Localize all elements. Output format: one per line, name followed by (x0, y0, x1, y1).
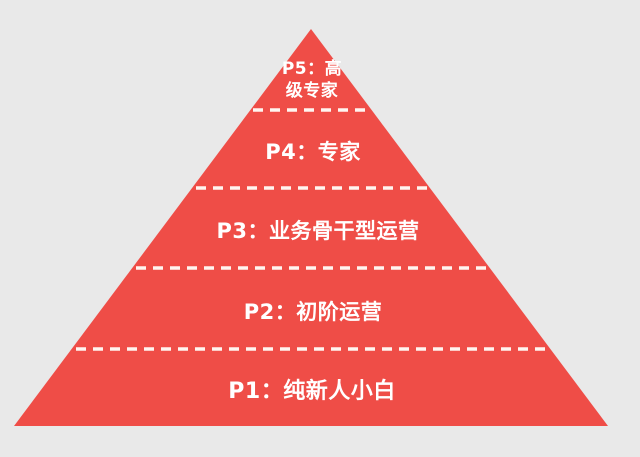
level-p5-line1: P5：高 (281, 59, 343, 79)
level-p5-label: P5：高 级专家 (282, 58, 342, 102)
level-p5-line2: 级专家 (285, 81, 339, 101)
level-p1-label: P1：纯新人小白 (228, 379, 396, 404)
level-p3-label: P3：业务骨干型运营 (216, 219, 420, 243)
level-dividers (76, 108, 548, 351)
pyramid-body (14, 29, 608, 426)
level-p2-label: P2：初阶运营 (243, 300, 383, 324)
level-p4-label: P4：专家 (265, 140, 361, 164)
